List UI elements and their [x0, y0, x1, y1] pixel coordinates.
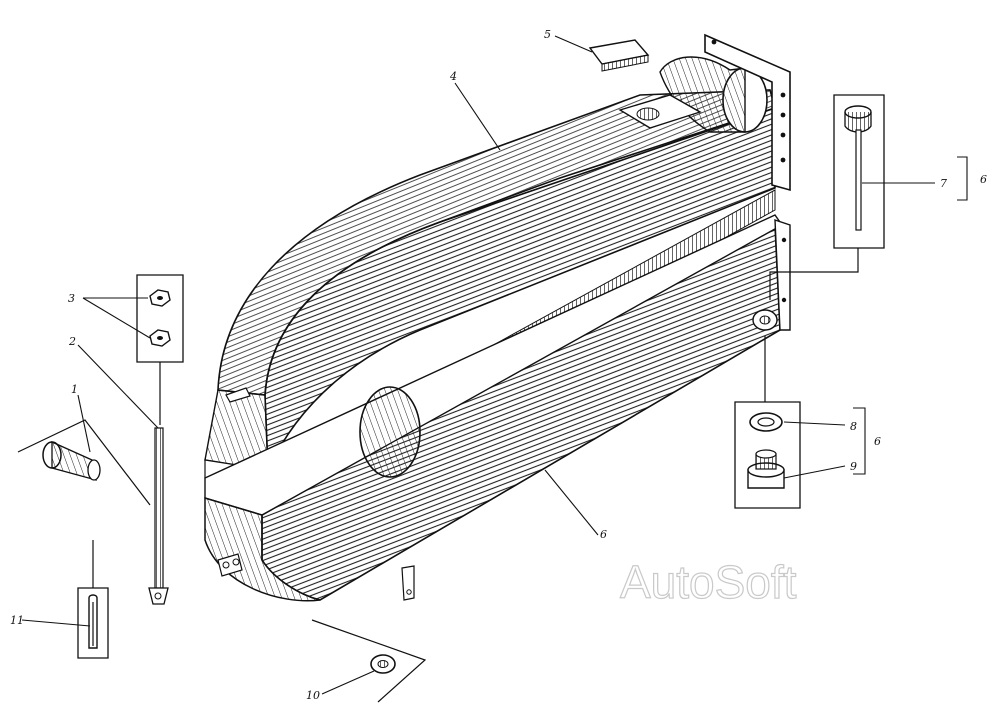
callout-4: 4 — [449, 70, 457, 83]
callout-2: 2 — [68, 335, 76, 348]
callout-6-lower-casing: 6 — [600, 528, 607, 541]
pad-part-5 — [588, 39, 650, 72]
stud-part-2 — [148, 427, 169, 605]
group-brackets — [853, 156, 968, 475]
washer-part-10 — [311, 619, 427, 703]
shaft-port-opening — [359, 386, 421, 478]
lower-casing-part-6 — [204, 214, 791, 602]
callout-5: 5 — [544, 28, 551, 41]
drain-plug-group — [734, 336, 801, 509]
callout-8: 8 — [850, 420, 857, 433]
callout-7: 7 — [940, 177, 947, 190]
plug-part-9 — [747, 449, 785, 489]
callout-6-plug-group: 6 — [874, 435, 881, 448]
watermark: AutoSoft — [620, 556, 797, 608]
split-pin-part-11 — [77, 540, 109, 659]
pin-part-1 — [17, 419, 151, 506]
callout-3: 3 — [68, 292, 75, 305]
callout-11: 11 — [10, 614, 24, 627]
callout-1: 1 — [71, 383, 78, 396]
callout-6-top: 6 — [980, 173, 987, 186]
dipstick-part-7 — [769, 94, 885, 300]
callout-10: 10 — [306, 689, 320, 702]
nuts-part-3 — [136, 274, 184, 425]
leader-lines — [21, 35, 935, 695]
callout-9: 9 — [850, 460, 857, 473]
